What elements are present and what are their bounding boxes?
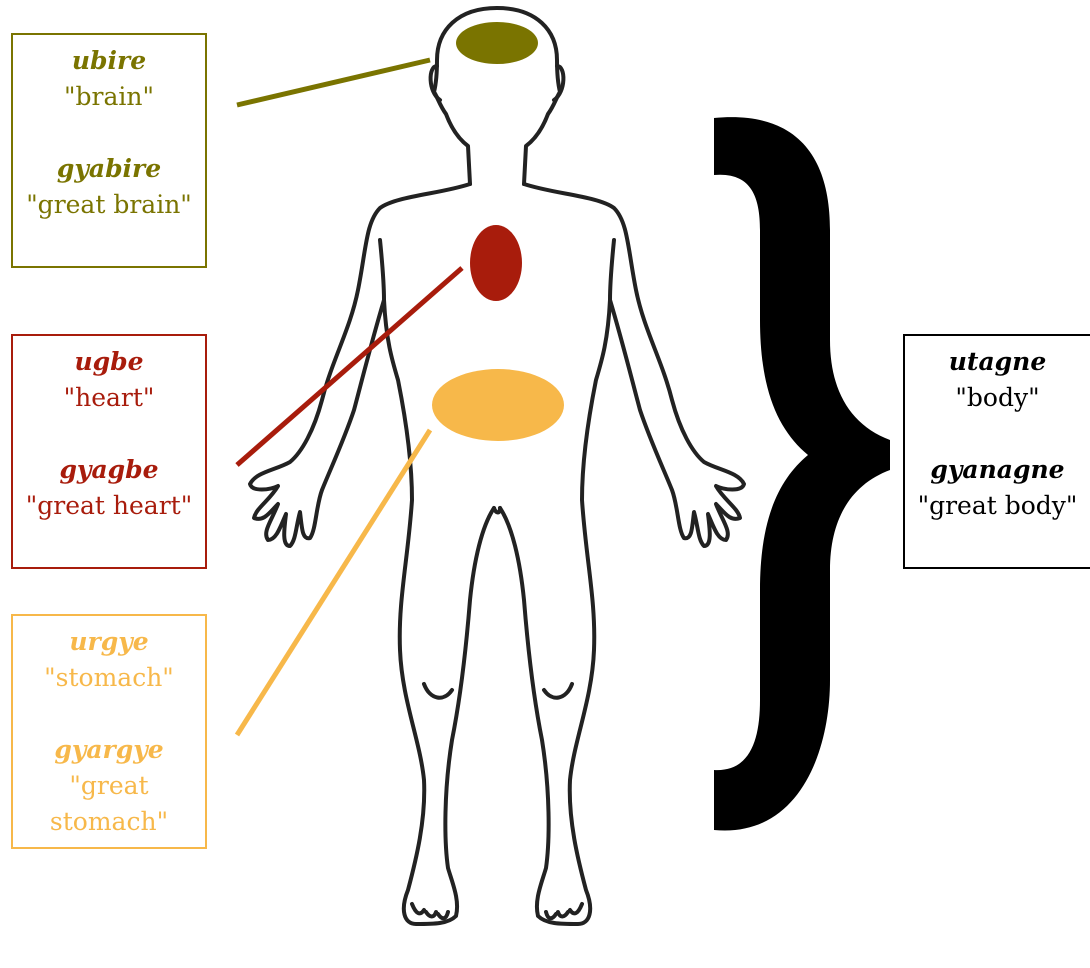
stomach-gloss: "stomach" — [13, 660, 205, 696]
body-term: utagne — [905, 344, 1090, 380]
great-brain-gloss: "great brain" — [13, 187, 205, 223]
great-heart-gloss: "great heart" — [13, 488, 205, 524]
great-stomach-term: gyargye — [13, 732, 205, 768]
right-knee — [544, 684, 572, 698]
stomach-connector — [237, 430, 430, 735]
body-label-box: utagne "body" gyanagne "great body" — [903, 334, 1090, 569]
heart-gloss: "heart" — [13, 380, 205, 416]
great-heart-term: gyagbe — [13, 452, 205, 488]
brain-term: ubire — [13, 43, 205, 79]
stomach-spacer — [13, 696, 205, 732]
left-inner-arm — [380, 240, 384, 300]
heart-term: ugbe — [13, 344, 205, 380]
human-body-outline-icon — [250, 8, 744, 924]
right-toes — [546, 904, 582, 918]
great-stomach-gloss-line2: stomach" — [13, 804, 205, 840]
brain-label-box: ubire "brain" gyabire "great brain" — [11, 33, 207, 268]
right-curly-brace-icon — [714, 117, 890, 830]
great-body-gloss: "great body" — [905, 488, 1090, 524]
body-gloss: "body" — [905, 380, 1090, 416]
right-body-side — [500, 184, 744, 924]
body-spacer — [905, 416, 1090, 452]
heart-label-box: ugbe "heart" gyagbe "great heart" — [11, 334, 207, 569]
great-brain-term: gyabire — [13, 151, 205, 187]
great-stomach-gloss-line1: "great — [13, 768, 205, 804]
heart-spacer — [13, 416, 205, 452]
stomach-label-box: urgye "stomach" gyargye "great stomach" — [11, 614, 207, 849]
left-body-side — [250, 184, 494, 924]
left-knee — [424, 684, 452, 698]
brain-connector — [237, 60, 430, 105]
great-body-term: gyanagne — [905, 452, 1090, 488]
stomach-shape — [432, 369, 564, 441]
stomach-term: urgye — [13, 624, 205, 660]
left-toes — [412, 904, 448, 918]
heart-shape — [470, 225, 522, 301]
right-inner-arm — [610, 240, 614, 300]
brain-spacer — [13, 115, 205, 151]
brain-shape — [456, 22, 538, 64]
crotch-line — [494, 508, 500, 513]
brain-gloss: "brain" — [13, 79, 205, 115]
